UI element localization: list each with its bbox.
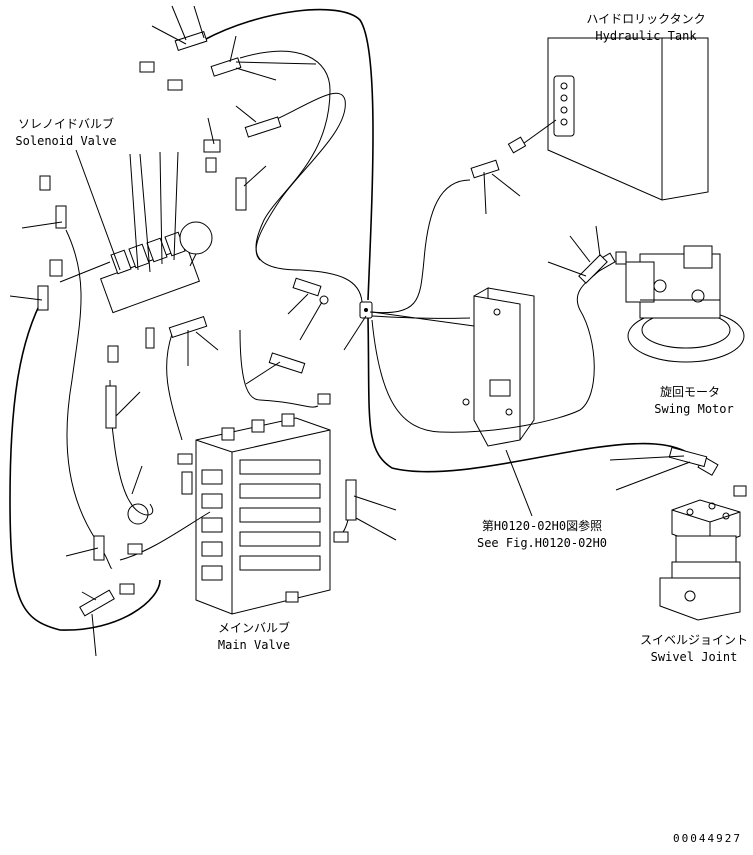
main-valve-label-jp: メインバルブ [218,620,290,635]
solenoid-valve-label-en: Solenoid Valve [15,134,116,148]
swing-motor [590,245,745,363]
swivel-joint [659,456,747,621]
hose-fittings [37,30,708,617]
hydraulic-tank [507,37,709,201]
hydraulic-tank-label-jp: ハイドロリックタンク [586,12,705,26]
solenoid-valve-label-jp: ソレノイドバルブ [18,116,114,131]
text-labels: ハイドロリックタンク Hydraulic Tank ソレノイドバルブ Solen… [15,12,748,845]
swing-motor-label-en: Swing Motor [654,402,733,416]
drawing-number: 00044927 [673,832,742,845]
main-valve-label-en: Main Valve [218,638,290,652]
solenoid-valve [99,221,213,363]
swivel-joint-label-en: Swivel Joint [651,650,738,664]
leader-lines [9,5,691,657]
hose-clamp [359,301,373,319]
hydraulic-tank-label-en: Hydraulic Tank [595,29,697,43]
swivel-joint-label-jp: スイベルジョイント [640,633,748,647]
pipe-bracket [462,287,535,447]
main-valve [177,413,331,615]
see-fig-label-en: See Fig.H0120-02H0 [477,536,607,550]
swing-motor-label-jp: 旋回モータ [660,385,720,399]
see-fig-label-jp: 第H0120-02H0図参照 [482,518,602,533]
